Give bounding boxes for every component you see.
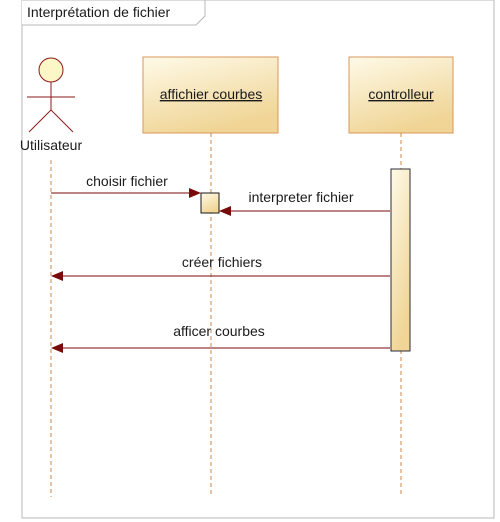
actor-label: Utilisateur — [20, 137, 83, 153]
lifeline-label-controlleur: controlleur — [368, 86, 434, 102]
stick-figure-icon — [27, 57, 75, 133]
lifeline-label-affichier-courbes: affichier courbes — [160, 86, 262, 102]
message-creer-fichiers: créer fichiers — [51, 254, 390, 281]
lifeline-affichier-courbes: affichier courbes — [142, 56, 279, 134]
message-afficer-courbes: afficer courbes — [51, 323, 390, 353]
message-interpreter-fichier: interpreter fichier — [219, 189, 390, 216]
diagram-frame — [21, 0, 495, 519]
frame-title: Interprétation de fichier — [27, 4, 171, 20]
message-label: choisir fichier — [86, 173, 168, 189]
activation-affichier-courbes — [200, 192, 220, 214]
lifeline-controlleur: controlleur — [348, 56, 454, 134]
actor-utilisateur: Utilisateur — [20, 57, 83, 153]
message-label: afficer courbes — [173, 323, 265, 339]
message-label: interpreter fichier — [248, 189, 353, 205]
frame-title-tab — [22, 0, 206, 26]
message-label: créer fichiers — [182, 254, 262, 270]
activation-controlleur — [390, 168, 411, 352]
message-choisir-fichier: choisir fichier — [51, 173, 201, 198]
